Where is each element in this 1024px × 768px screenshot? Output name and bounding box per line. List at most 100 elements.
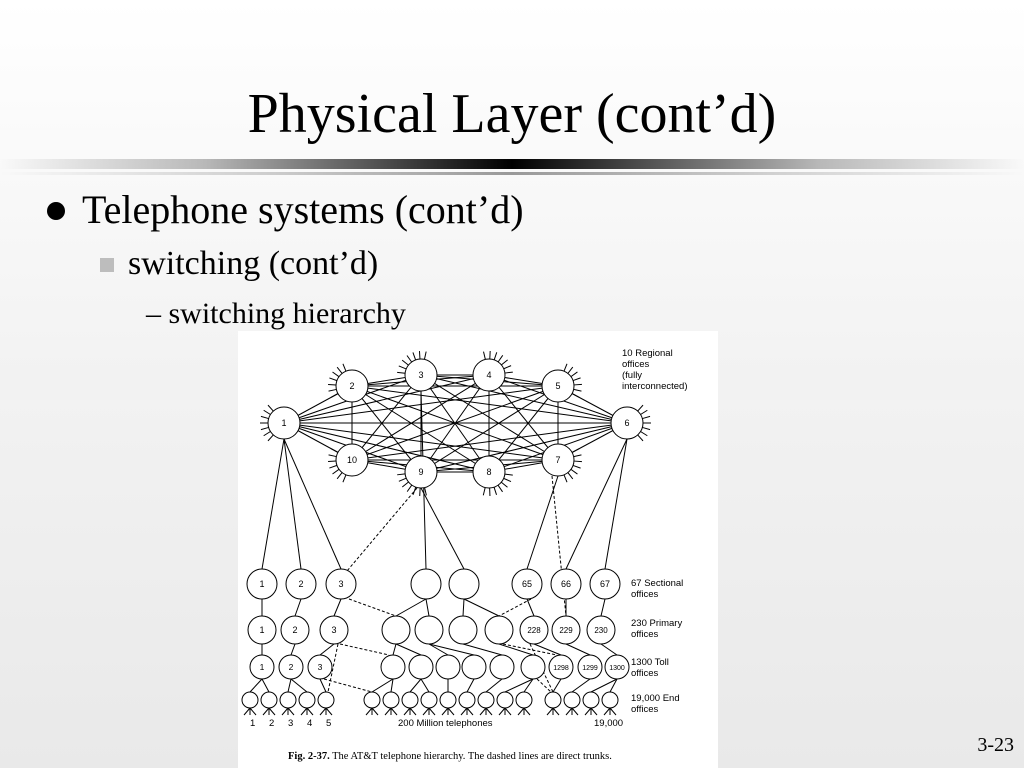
title-divider [0, 159, 1024, 169]
regional-trunk-line [420, 385, 559, 473]
telephones-label: 200 Million telephones [398, 718, 493, 729]
toll-office-label: 1 [260, 662, 265, 672]
sectional-to-primary-line [333, 598, 342, 617]
local-loop-line [342, 474, 347, 483]
telephone-line [552, 707, 560, 716]
toll-to-end-line [249, 678, 263, 693]
telephone-line [466, 707, 474, 716]
regional-trunk-line [351, 374, 490, 461]
sectional-office-label: 1 [259, 579, 264, 589]
regional-to-sectional-line [565, 438, 628, 570]
toll-to-end-line [319, 678, 327, 693]
local-loop-line [570, 468, 578, 475]
direct-trunk-dashed-line [536, 678, 552, 693]
square-bullet-icon [100, 258, 114, 272]
regional-office-2 [335, 369, 369, 403]
local-loop-line [328, 460, 337, 463]
regional-trunk-line [488, 374, 559, 461]
regional-trunk-line [351, 422, 628, 461]
toll-to-end-line [485, 678, 503, 693]
telephone-line [504, 707, 512, 716]
telephone-line [565, 707, 573, 716]
telephone-line [262, 707, 270, 716]
primary-label-line2: offices [631, 629, 659, 640]
primary-to-toll-line [462, 643, 503, 656]
telephone-line [281, 707, 289, 716]
local-loop-line [401, 359, 409, 366]
toll-to-end-line [523, 678, 534, 693]
end-office-num-2: 2 [269, 718, 274, 729]
local-loop-line [637, 404, 644, 412]
toll-to-end-line [287, 678, 292, 693]
primary-to-toll-line [533, 643, 562, 656]
direct-trunk-dashed-line [327, 643, 339, 693]
toll-office [307, 654, 333, 680]
slide-title: Physical Layer (cont’d) [247, 83, 777, 145]
toll-to-end-line [390, 678, 394, 693]
local-loop-line [330, 448, 339, 453]
telephone-line [268, 707, 276, 716]
local-loop-line [332, 371, 340, 378]
local-loop-line [406, 484, 413, 492]
primary-office [247, 615, 277, 645]
local-loop-line [260, 426, 269, 431]
toll-to-end-line [609, 678, 618, 693]
direct-trunk-dashed-line [348, 598, 397, 617]
toll-office [520, 654, 546, 680]
local-loop-line [398, 365, 407, 370]
regional-office-1 [267, 406, 301, 440]
telephone-line [249, 707, 257, 716]
regional-office-7-label: 7 [555, 455, 560, 465]
end-office-num-4: 4 [307, 718, 312, 729]
sectional-to-primary-line [395, 598, 427, 617]
local-loop-line [572, 377, 581, 382]
primary-office-label: 3 [331, 625, 336, 635]
end-office [544, 691, 562, 709]
toll-to-end-line [420, 678, 430, 693]
telephone-line [390, 707, 398, 716]
local-loop-line [423, 351, 427, 360]
toll-office [461, 654, 487, 680]
end-label-line1: 19,000 End [631, 693, 680, 704]
local-loop-line [570, 371, 578, 378]
sectional-office-label: 65 [522, 579, 532, 589]
sectional-office [285, 568, 317, 600]
regional-trunk-line [351, 374, 422, 461]
regional-office-5-label: 5 [555, 381, 560, 391]
sectional-label-line1: 67 Sectional [631, 578, 683, 589]
end-office [317, 691, 335, 709]
regional-label-line2: offices [622, 359, 650, 370]
sectional-to-primary-line [463, 598, 500, 617]
primary-office-label: 229 [559, 626, 573, 635]
end-office [563, 691, 581, 709]
regional-label-line3: (fully [622, 370, 642, 381]
bullet-level3: – switching hierarchy [146, 297, 406, 330]
regional-office-5 [541, 369, 575, 403]
caption-prefix: Fig. 2-37. [288, 751, 330, 762]
sectional-to-primary-line [600, 598, 606, 617]
local-loop-line [330, 393, 339, 398]
local-loop-line [263, 409, 271, 415]
toll-office [604, 654, 630, 680]
caption-text: The AT&T telephone hierarchy. The dashed… [330, 751, 612, 762]
toll-label-line2: offices [631, 668, 659, 679]
local-loop-line [573, 383, 582, 386]
sectional-office [448, 568, 480, 600]
regional-to-sectional-line [420, 487, 465, 570]
local-loop-line [336, 366, 343, 374]
primary-to-toll-line [428, 643, 475, 656]
regional-office-10-label: 10 [347, 455, 357, 465]
primary-office [519, 615, 549, 645]
sectional-office-label: 67 [600, 579, 610, 589]
toll-to-end-line [552, 678, 562, 693]
primary-to-toll-line [290, 643, 296, 656]
regional-to-sectional-line [283, 438, 342, 570]
primary-office [381, 615, 411, 645]
regional-to-sectional-line [283, 438, 302, 570]
toll-to-end-line [409, 678, 422, 693]
primary-to-toll-line [319, 643, 335, 656]
local-loop-line [412, 486, 417, 495]
page-number: 3-23 [977, 734, 1014, 756]
toll-office-label: 1299 [582, 665, 598, 672]
